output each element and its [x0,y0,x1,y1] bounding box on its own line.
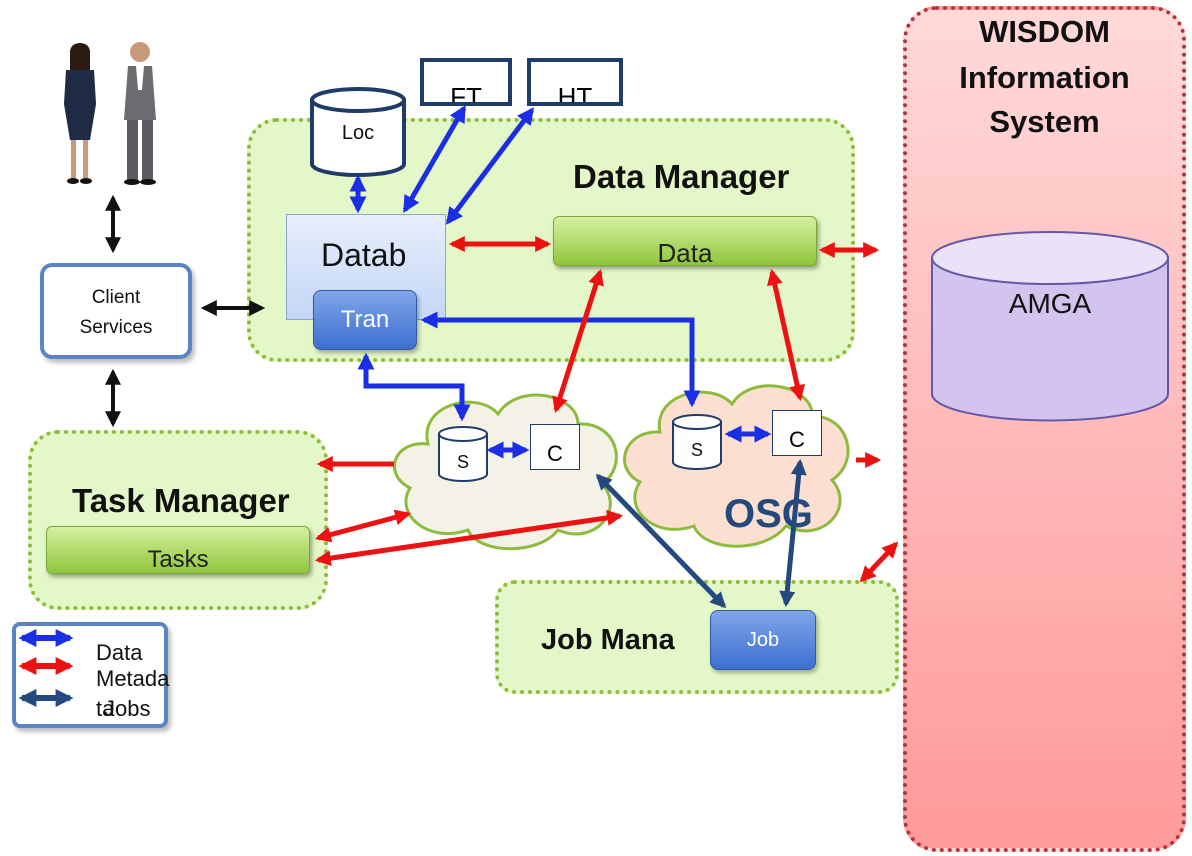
client-services-line1: Client [91,287,141,308]
compute1-box[interactable]: C [530,424,580,470]
client-services-box[interactable]: Client Services [40,263,192,359]
ft-box[interactable]: FT [420,58,512,106]
legend-jobs-label: Jobs [104,696,151,721]
job-label: Job [746,629,780,651]
database-box[interactable]: Datab [286,214,446,320]
storage1-cylinder [438,426,488,482]
wisdom-title-line3: System [989,104,1100,139]
tasks-label: Tasks [147,546,209,573]
users-illustration [64,42,156,185]
arrow-compute1-job [595,473,727,609]
arrow-databar-compute2 [766,268,806,402]
arrow-database-ht [445,107,535,225]
arrow-transfer-storage1 [357,352,471,422]
ht-label: HT [557,82,593,106]
wisdom-title-line1: WISDOM [979,14,1110,49]
task-manager-region [28,430,328,610]
legend-data-label: Data [96,640,143,665]
arrow-jobmanager-wisdom [859,541,899,583]
arrow-database-ft [402,105,467,213]
database-label: Datab [321,237,407,273]
compute1-label: C [547,441,563,466]
data-bar[interactable]: Data [553,216,817,266]
data-manager-title: Data Manager [573,158,790,195]
data-bar-label: Data [657,238,713,266]
job-manager-title: Job Mana [541,624,675,656]
arrow-databar-compute1 [552,268,604,414]
arrow-transfer-storage2 [420,311,701,408]
tasks-bar[interactable]: Tasks [46,526,310,574]
ht-box[interactable]: HT [527,58,623,106]
wisdom-title-line2: Information [959,60,1130,95]
legend-metadata-label: Metada [96,666,170,691]
transfer-label: Tran [340,306,390,333]
task-manager-title: Task Manager [72,482,290,519]
client-services-line2: Services [79,317,153,338]
storage2-label: S [690,440,703,460]
local-db-label: Loc [341,122,375,144]
amga-label: AMGA [1008,288,1092,319]
amga-database [931,231,1169,422]
legend-arrows [18,629,74,707]
legend-metadata-tail: ta [96,696,115,721]
arrow-compute2-job [779,458,807,608]
ft-label: FT [450,82,482,106]
wisdom-panel [903,6,1186,852]
arrow-tasks-cloud1 [314,509,412,543]
transfer-box[interactable]: Tran [313,290,417,350]
storage2-cylinder [672,414,722,470]
job-box[interactable]: Job [710,610,816,670]
compute2-box[interactable]: C [772,410,822,456]
storage1-label: S [456,452,469,472]
arrow-tasks-cloud2 [314,509,624,567]
compute2-label: C [789,427,805,452]
